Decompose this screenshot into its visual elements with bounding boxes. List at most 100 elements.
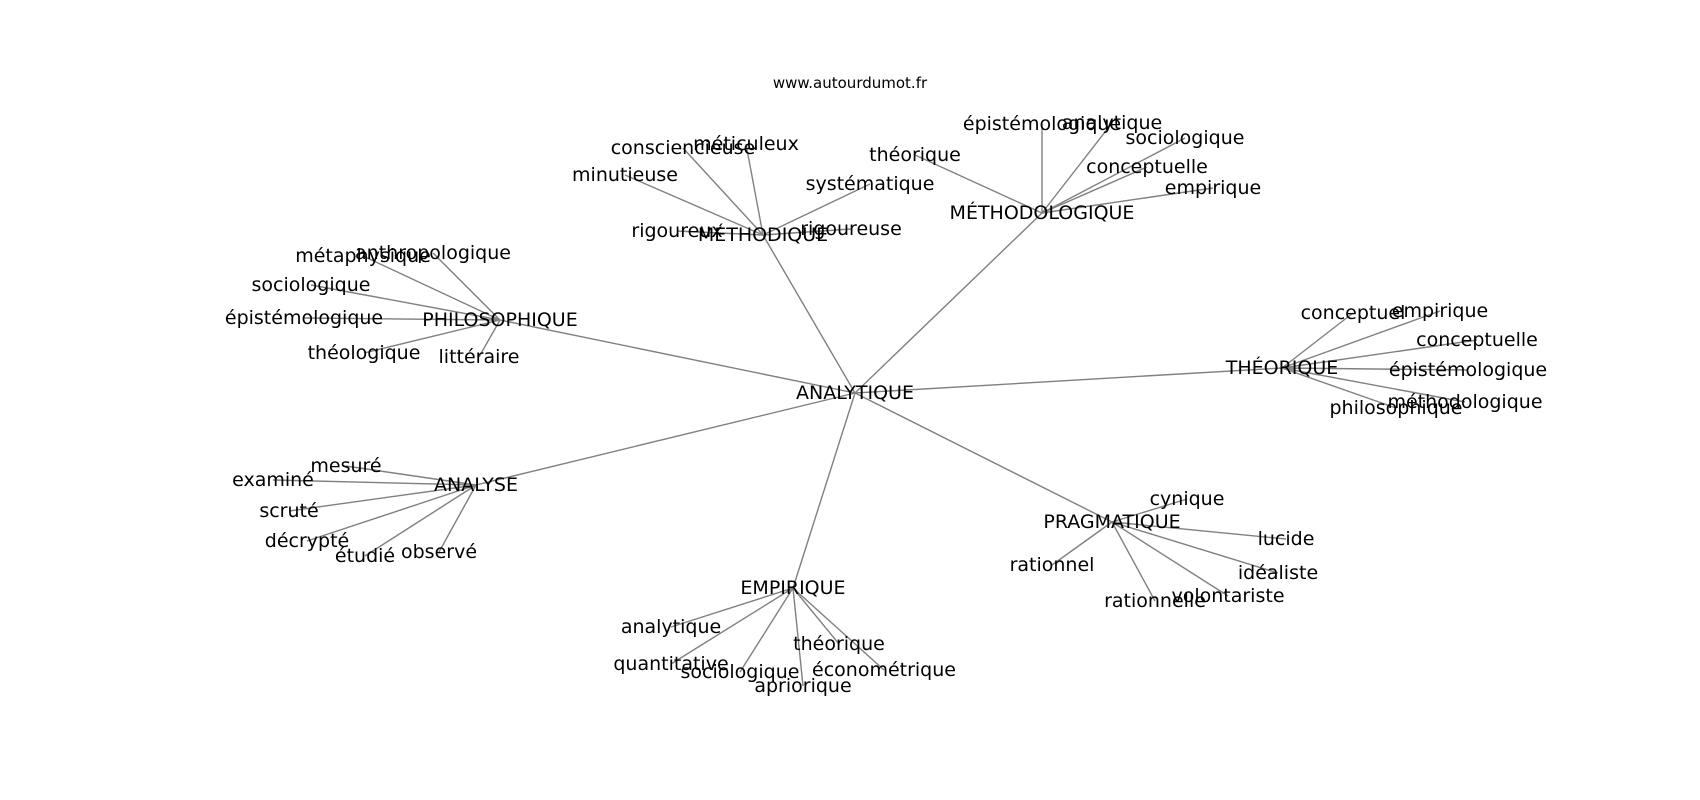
leaf-word-theologique[interactable]: théologique <box>308 342 421 364</box>
leaf-word-theorique[interactable]: théorique <box>869 144 961 166</box>
edge-empirique-apriorique <box>792 587 804 687</box>
leaf-word-metaphysique[interactable]: métaphysique <box>295 245 431 267</box>
edge-pragmatique-lucide <box>1111 521 1287 540</box>
leaf-word-rationnelle[interactable]: rationnelle <box>1104 590 1206 612</box>
edge-methodologique-analytique <box>1041 122 1113 214</box>
edge-root-analyse <box>475 392 856 486</box>
edge-philosophique-anthropologique <box>432 252 501 321</box>
edge-philosophique-litteraire <box>478 319 501 358</box>
edge-theorique-philosophique <box>1281 367 1397 409</box>
hub-word-theorique[interactable]: THÉORIQUE <box>1225 356 1339 379</box>
hub-word-empirique[interactable]: EMPIRIQUE <box>740 577 845 599</box>
leaf-word-analytique[interactable]: analytique <box>1062 112 1162 134</box>
leaf-word-etudie[interactable]: étudié <box>335 545 395 567</box>
edge-analyse-decrypte <box>306 484 477 542</box>
edge-empirique-econometrique <box>792 587 885 671</box>
edge-root-methodique <box>762 234 856 394</box>
source-url: www.autourdumot.fr <box>772 74 928 92</box>
edge-methodique-systematique <box>762 183 871 236</box>
edge-pragmatique-cynique <box>1111 498 1188 523</box>
hub-word-methodique[interactable]: MÉTHODIQUE <box>698 223 828 246</box>
leaf-word-rationnel[interactable]: rationnel <box>1010 554 1095 576</box>
leaf-word-examine[interactable]: examiné <box>232 469 314 491</box>
edge-methodique-meticuleux <box>745 143 764 236</box>
leaf-word-rigoureux[interactable]: rigoureux <box>631 220 722 242</box>
leaf-word-conceptuel[interactable]: conceptuel <box>1301 302 1406 324</box>
leaf-word-observe[interactable]: observé <box>401 541 477 563</box>
leaf-word-systematique[interactable]: systématique <box>806 173 935 195</box>
leaf-word-epistemologique[interactable]: épistémologique <box>963 113 1121 135</box>
edge-analyse-scrute <box>288 484 477 512</box>
leaf-word-idealiste[interactable]: idéaliste <box>1238 562 1318 584</box>
leaf-word-methodologique[interactable]: méthodologique <box>1387 391 1542 413</box>
edge-methodologique-empirique <box>1041 187 1214 214</box>
leaf-word-econometrique[interactable]: économétrique <box>812 659 956 681</box>
leaf-word-conceptuelle[interactable]: conceptuelle <box>1416 329 1538 351</box>
edge-methodologique-sociologique <box>1041 137 1186 214</box>
leaf-word-empirique[interactable]: empirique <box>1165 177 1261 199</box>
leaf-word-cynique[interactable]: cynique <box>1150 488 1225 510</box>
edge-empirique-quantitative <box>670 587 794 665</box>
edge-analyse-observe <box>438 484 477 553</box>
root-word[interactable]: ANALYTIQUE <box>796 382 914 404</box>
edge-methodique-minutieuse <box>624 174 764 236</box>
leaf-word-quantitative[interactable]: quantitative <box>613 653 728 675</box>
edge-root-empirique <box>792 392 856 589</box>
edge-theorique-empirique <box>1281 310 1441 369</box>
edge-analyse-etudie <box>364 484 477 557</box>
edge-pragmatique-idealiste <box>1111 521 1279 574</box>
leaf-word-decrypte[interactable]: décrypté <box>265 530 349 552</box>
hub-word-pragmatique[interactable]: PRAGMATIQUE <box>1043 511 1180 533</box>
leaf-word-minutieuse[interactable]: minutieuse <box>572 164 678 186</box>
edge-pragmatique-volontariste <box>1111 521 1229 597</box>
leaf-word-apriorique[interactable]: apriorique <box>754 675 851 697</box>
hub-word-methodologique[interactable]: MÉTHODOLOGIQUE <box>950 201 1135 224</box>
leaf-word-sociologique[interactable]: sociologique <box>681 661 800 683</box>
edge-philosophique-epistemologique <box>303 317 501 321</box>
edge-philosophique-sociologique <box>310 284 501 321</box>
edge-theorique-epistemologique <box>1281 367 1469 371</box>
edge-methodique-rigoureux <box>676 230 764 236</box>
leaf-word-consciencieuse[interactable]: consciencieuse <box>611 137 756 159</box>
leaf-word-lucide[interactable]: lucide <box>1258 528 1315 550</box>
leaf-word-conceptuelle[interactable]: conceptuelle <box>1086 156 1208 178</box>
edge-pragmatique-rationnel <box>1051 521 1113 566</box>
leaf-word-epistemologique[interactable]: épistémologique <box>1389 359 1547 381</box>
edge-methodologique-theorique <box>914 154 1043 214</box>
edge-root-philosophique <box>499 319 856 394</box>
leaf-word-mesure[interactable]: mesuré <box>310 455 381 477</box>
edge-theorique-methodologique <box>1281 367 1466 403</box>
leaf-word-philosophique[interactable]: philosophique <box>1330 397 1463 419</box>
edge-methodologique-conceptuelle <box>1041 166 1148 214</box>
edge-empirique-sociologique <box>739 587 794 673</box>
leaf-word-empirique[interactable]: empirique <box>1392 300 1488 322</box>
edge-root-methodologique <box>854 212 1043 394</box>
edge-theorique-conceptuel <box>1281 312 1354 369</box>
edges <box>272 122 1478 687</box>
edge-methodique-consciencieuse <box>682 147 764 236</box>
leaf-word-volontariste[interactable]: volontariste <box>1171 585 1284 607</box>
leaf-word-analytique[interactable]: analytique <box>621 616 721 638</box>
edge-empirique-theorique <box>792 587 840 645</box>
edge-methodique-rigoureuse <box>762 228 852 236</box>
edge-analyse-mesure <box>345 465 477 486</box>
leaf-word-sociologique[interactable]: sociologique <box>1126 127 1245 149</box>
edge-theorique-conceptuelle <box>1281 339 1478 369</box>
edge-root-theorique <box>854 367 1283 394</box>
leaf-word-sociologique[interactable]: sociologique <box>252 274 371 296</box>
edge-philosophique-theologique <box>363 319 501 354</box>
edge-analyse-examine <box>272 479 477 486</box>
edge-root-pragmatique <box>854 392 1113 523</box>
leaf-word-theorique[interactable]: théorique <box>793 633 885 655</box>
leaf-word-scrute[interactable]: scruté <box>259 500 318 522</box>
leaf-word-meticuleux[interactable]: méticuleux <box>693 133 799 155</box>
leaf-word-rigoureuse[interactable]: rigoureuse <box>800 218 902 240</box>
leaf-word-epistemologique[interactable]: épistémologique <box>225 307 383 329</box>
hub-word-analyse[interactable]: ANALYSE <box>434 474 518 496</box>
hub-word-philosophique[interactable]: PHILOSOPHIQUE <box>422 309 577 331</box>
edge-pragmatique-rationnelle <box>1111 521 1156 602</box>
leaf-word-litteraire[interactable]: littéraire <box>439 346 520 368</box>
leaf-word-anthropologique[interactable]: anthropologique <box>355 242 511 264</box>
